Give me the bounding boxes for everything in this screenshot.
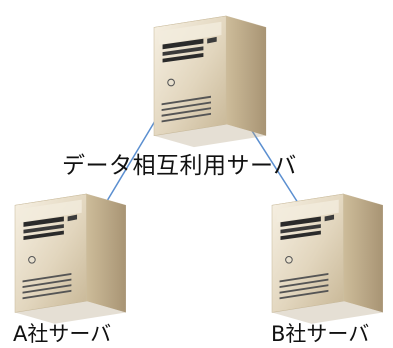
server-icon-b [271, 193, 384, 325]
center-server-label: データ相互利用サーバ [62, 153, 297, 179]
server-icon-a [14, 193, 127, 325]
b-server-label: B社サーバ [271, 322, 370, 346]
server-icon-center [153, 15, 267, 148]
connector-center-to-a [103, 115, 159, 207]
a-server-label: A社サーバ [13, 322, 112, 346]
